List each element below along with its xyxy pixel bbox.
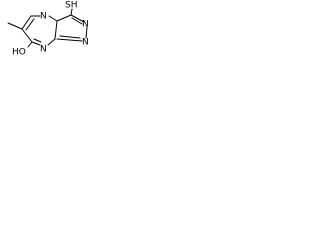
bond-c3a-n1	[54, 20, 58, 40]
atom-label-n-ring-top: N	[40, 12, 47, 22]
bond-c7-oh	[27, 41, 33, 48]
bond-c6-c5-inner	[25, 18, 35, 31]
bond-n-bottom-c7	[31, 41, 41, 46]
bond-c-sh-n-top	[70, 14, 85, 23]
bond-c-sh	[70, 8, 73, 16]
bond-n1-n-bottom	[47, 38, 56, 46]
bond-c6-c5	[21, 15, 32, 30]
bond-n-bottom-c7-inner	[33, 38, 42, 43]
atom-label-n-ring-bottom: N	[40, 45, 47, 55]
bond-methyl	[7, 22, 23, 30]
atom-label-hydroxyl: HO	[12, 48, 26, 58]
bond-n-top-n-right	[85, 26, 88, 39]
atom-label-thiol: SH	[65, 1, 77, 11]
bond-c3a-c-sh	[56, 14, 72, 22]
atom-label-n-triazole-top: N	[82, 20, 89, 30]
bond-c-sh-n-top-inner	[71, 17, 83, 25]
bond-n-right-n1-inner	[59, 35, 81, 39]
atom-label-n-triazole-right: N	[82, 38, 89, 48]
bond-n-right-n1	[56, 38, 83, 42]
chemical-structure-diagram: N N N N SH HO	[7, 1, 89, 58]
bond-n4-c3a	[48, 15, 58, 22]
bond-c7-c6	[21, 28, 33, 43]
